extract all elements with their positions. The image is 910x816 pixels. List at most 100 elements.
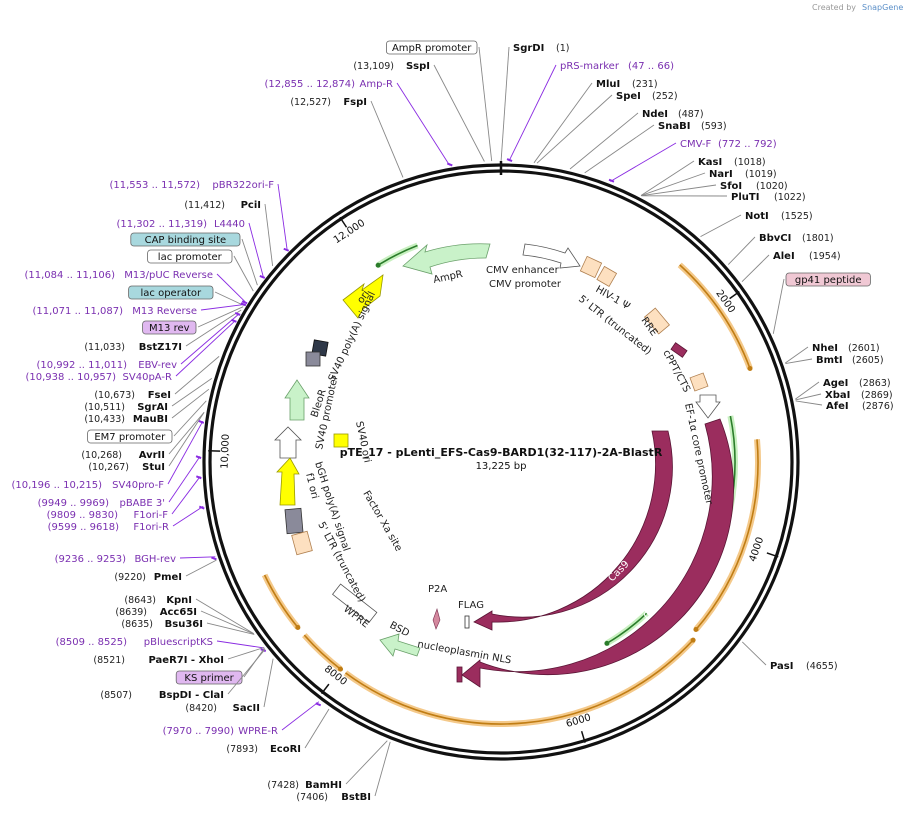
leader-line xyxy=(241,238,258,286)
left-site-label-15[interactable]: SV40pA-R(10,938 .. 10,957) xyxy=(26,318,237,383)
left-site-label-19[interactable]: EM7 promoter xyxy=(87,400,207,444)
leader-line xyxy=(168,412,205,467)
left-site-label-14[interactable]: EBV-rev(10,992 .. 11,011) xyxy=(37,312,241,371)
label-box-text: EM7 promoter xyxy=(94,432,166,443)
left-site-label-22[interactable]: SV40pro-F(10,196 .. 10,215) xyxy=(12,419,205,491)
right-site-label-4[interactable]: NdeI(487) xyxy=(569,109,704,170)
right-site-label-6[interactable]: CMV-F(772 .. 792) xyxy=(608,139,777,183)
left-site-label-29[interactable]: Acc65I(8639) xyxy=(115,607,255,635)
right-site-label-11[interactable]: NotI(1525) xyxy=(700,211,813,237)
left-site-label-1[interactable]: SspI(13,109) xyxy=(353,61,485,162)
left-site-label-16[interactable]: FseI(10,673) xyxy=(94,356,220,401)
right-site-label-20[interactable]: PasI(4655) xyxy=(741,641,838,672)
left-site-label-24[interactable]: F1ori-F(9809 .. 9830) xyxy=(47,475,202,521)
right-site-label-0[interactable]: SgrDI(1) xyxy=(500,43,569,162)
left-site-label-30[interactable]: Bsu36I(8635) xyxy=(121,619,255,635)
left-site-label-27[interactable]: PmeI(9220) xyxy=(114,559,217,583)
flag-label: FLAG xyxy=(458,600,484,611)
wpre-box[interactable] xyxy=(332,583,378,624)
left-site-label-20[interactable]: AvrII(10,268) xyxy=(81,412,205,461)
f1-ori-arrow[interactable] xyxy=(276,457,300,506)
hiv-psi-box[interactable] xyxy=(579,255,603,279)
bsd-arrow[interactable] xyxy=(379,633,421,657)
site-position: (13,109) xyxy=(353,61,394,72)
ef1a-arrow[interactable] xyxy=(695,394,721,419)
sv40-polya-gray[interactable] xyxy=(305,351,321,367)
credit-text: Created by xyxy=(812,3,856,12)
left-site-label-23[interactable]: pBABE 3'(9949 .. 9969) xyxy=(38,455,202,509)
left-site-label-6[interactable]: L4440(11,302 .. 11,319) xyxy=(117,219,266,279)
left-site-label-38[interactable]: BamHI(7428) xyxy=(267,740,388,791)
left-site-label-26[interactable]: BGH-rev(9236 .. 9253) xyxy=(55,554,217,565)
right-site-label-19[interactable]: AfeI(2876) xyxy=(795,400,894,412)
left-site-label-9[interactable]: M13/pUC Reverse(11,084 .. 11,106) xyxy=(25,270,248,305)
left-site-label-8[interactable]: lac promoter xyxy=(147,249,254,292)
site-position: (10,267) xyxy=(88,462,129,473)
left-site-label-5[interactable]: PciI(11,412) xyxy=(184,200,274,266)
left-site-label-39[interactable]: BstBI(7406) xyxy=(296,741,391,803)
leader-line xyxy=(200,303,245,311)
left-site-label-0[interactable]: AmpR promoter xyxy=(385,40,493,162)
right-site-label-8[interactable]: NarI(1019) xyxy=(640,169,777,197)
site-name: KpnI xyxy=(166,595,192,606)
right-site-label-15[interactable]: NheI(2601) xyxy=(785,343,880,364)
left-site-label-13[interactable]: BstZ17I(11,033) xyxy=(84,309,242,353)
left-site-label-36[interactable]: WPRE-R(7970 .. 7990) xyxy=(163,701,322,737)
leader-line xyxy=(248,222,264,278)
ampr-arrow[interactable] xyxy=(402,243,491,275)
rre-box[interactable] xyxy=(644,307,670,335)
sv40-promoter-arrow[interactable] xyxy=(274,426,302,459)
left-site-label-18[interactable]: MauBI(10,433) xyxy=(84,388,210,425)
p2a-arrow[interactable] xyxy=(432,608,441,630)
left-site-label-10[interactable]: lac operator xyxy=(128,285,245,306)
left-site-label-4[interactable]: pBR322ori-F(11,553 .. 11,572) xyxy=(110,180,290,252)
right-site-label-17[interactable]: AgeI(2863) xyxy=(795,378,891,400)
left-site-label-2[interactable]: Amp-R(12,855 .. 12,874) xyxy=(265,79,453,167)
right-site-label-16[interactable]: BmtI(2605) xyxy=(785,355,884,366)
ef1a-box[interactable] xyxy=(689,372,709,392)
right-site-label-2[interactable]: MluI(231) xyxy=(533,79,658,164)
nls-box[interactable] xyxy=(456,666,463,683)
bleor-arrow[interactable] xyxy=(284,379,310,421)
right-site-label-3[interactable]: SpeI(252) xyxy=(536,91,678,164)
left-site-label-7[interactable]: CAP binding site xyxy=(130,232,258,286)
right-site-label-10[interactable]: PluTI(1022) xyxy=(641,192,806,203)
ltr5b-box[interactable] xyxy=(291,530,313,556)
right-site-label-7[interactable]: KasI(1018) xyxy=(640,157,766,196)
left-site-label-25[interactable]: F1ori-R(9599 .. 9618) xyxy=(48,505,205,533)
site-position: (231) xyxy=(632,79,658,90)
right-site-label-12[interactable]: BbvCI(1801) xyxy=(727,233,834,265)
cas9-arrow-inner[interactable] xyxy=(473,430,673,631)
right-site-label-14[interactable]: gp41 peptide xyxy=(772,272,871,334)
left-site-label-31[interactable]: pBluescriptKS(8509 .. 8525) xyxy=(56,637,267,653)
left-site-label-37[interactable]: EcoRI(7893) xyxy=(226,708,330,755)
tick-mark-2 xyxy=(580,730,586,743)
right-site-label-13[interactable]: AleI(1954) xyxy=(741,251,841,283)
cas9-arrow-outer[interactable] xyxy=(461,418,734,688)
left-site-label-3[interactable]: FspI(12,527) xyxy=(290,97,404,178)
left-site-label-35[interactable]: SacII(8420) xyxy=(185,658,274,714)
right-site-label-9[interactable]: SfoI(1020) xyxy=(641,181,788,197)
bgh-polya-box[interactable] xyxy=(284,507,304,535)
cmv-enhancer-arrow[interactable] xyxy=(522,243,581,269)
flag-box[interactable] xyxy=(464,615,470,629)
ori-arrow[interactable] xyxy=(342,274,384,319)
left-site-label-17[interactable]: SgrAI(10,511) xyxy=(84,378,213,413)
right-site-label-1[interactable]: pRS-marker(47 .. 66) xyxy=(506,61,674,163)
leader-line xyxy=(227,648,266,695)
left-site-label-32[interactable]: PaeR7I - XhoI(8521) xyxy=(93,647,265,667)
site-name: PluTI xyxy=(731,192,759,203)
left-site-label-11[interactable]: M13 Reverse(11,071 .. 11,087) xyxy=(33,302,247,317)
right-site-label-5[interactable]: SnaBI(593) xyxy=(584,121,727,174)
sv40-ori-box[interactable] xyxy=(333,433,349,448)
site-position: (8507) xyxy=(100,690,132,701)
left-site-label-34[interactable]: BspDI - ClaI(8507) xyxy=(100,648,266,701)
orange-feature-arc-0 xyxy=(677,262,753,370)
ltr5-box[interactable] xyxy=(596,265,618,287)
right-site-label-18[interactable]: XbaI(2869) xyxy=(795,390,893,401)
left-site-label-28[interactable]: KpnI(8643) xyxy=(124,595,254,634)
left-site-label-21[interactable]: StuI(10,267) xyxy=(88,412,205,473)
leader-line xyxy=(172,505,204,527)
cppt-box[interactable] xyxy=(670,342,688,358)
left-site-label-12[interactable]: M13 rev xyxy=(142,306,244,335)
